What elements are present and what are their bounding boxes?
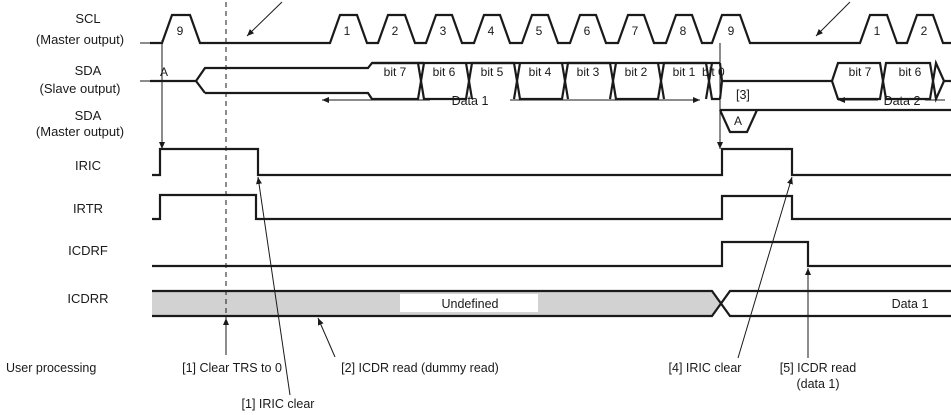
scl-pulse-6: 6 — [584, 24, 591, 38]
sda-data2-bit-7: bit 7 — [849, 65, 872, 79]
iric-clear-1-arrow — [256, 176, 291, 396]
sda-bit-5: bit 5 — [481, 65, 504, 79]
iric-clear-4-annotation: [4] IRIC clear — [669, 361, 742, 375]
sda-bit-4: bit 4 — [529, 65, 552, 79]
icdrf-label: ICDRF — [68, 243, 108, 258]
sda-bit-3: bit 3 — [577, 65, 600, 79]
user-processing-label: User processing — [6, 361, 96, 375]
sda-slave-label: SDA — [75, 63, 102, 78]
sda-slave-ack: A — [160, 65, 168, 79]
scl-label: SCL — [75, 11, 100, 26]
sda-master-waveform — [718, 108, 951, 134]
scl-pulse-7: 7 — [632, 24, 639, 38]
iric-clear-1-annotation: [1] IRIC clear — [242, 397, 315, 411]
scl-pulse-data2-2: 2 — [921, 24, 928, 38]
irtr-label: IRTR — [73, 201, 103, 216]
scl-waveform — [150, 13, 951, 45]
icdr-read-5-annotation: [5] ICDR read — [780, 361, 856, 375]
dummy-read-arrow — [317, 317, 336, 358]
iric-waveform — [152, 147, 951, 177]
sda-master-sublabel: (Master output) — [36, 124, 124, 139]
icdr-read-5-subannotation: (data 1) — [796, 377, 839, 391]
scl-pulse-5: 5 — [536, 24, 543, 38]
iric-label: IRIC — [75, 158, 101, 173]
scl-pulse-9a: 9 — [177, 24, 184, 38]
clear-trs-annotation: [1] Clear TRS to 0 — [182, 361, 282, 375]
dummy-read-annotation: [2] ICDR read (dummy read) — [341, 361, 499, 375]
sda-bit-1: bit 1 — [673, 65, 696, 79]
sda-data2-bit-6: bit 6 — [899, 65, 922, 79]
scl-pulse-4: 4 — [488, 24, 495, 38]
sda-master-ack: A — [734, 114, 742, 128]
irtr-waveform — [152, 193, 951, 221]
sda-master-label: SDA — [75, 108, 102, 123]
scl-sublabel: (Master output) — [36, 32, 124, 47]
sda-slave-waveform — [140, 59, 951, 103]
scl-pointer-arrow-2 — [815, 1, 851, 37]
scl-pulse-1: 1 — [344, 24, 351, 38]
icdrf-waveform — [152, 240, 951, 268]
sda-bit-7: bit 7 — [384, 65, 407, 79]
scl-pulse-2: 2 — [392, 24, 399, 38]
sda-bit-0: bit 0 — [702, 65, 725, 79]
data2-label: Data 2 — [884, 94, 921, 108]
scl-pulse-3: 3 — [440, 24, 447, 38]
scl-pulse-8: 8 — [680, 24, 687, 38]
iric-clear-4-arrow — [737, 176, 793, 359]
data1-label: Data 1 — [452, 94, 489, 108]
scl-pulse-9b: 9 — [728, 24, 735, 38]
icdrr-waveform — [152, 289, 951, 318]
sda-slave-sublabel: (Slave output) — [40, 81, 121, 96]
scl-pointer-arrow-1 — [246, 1, 283, 37]
icdrr-undefined-box — [400, 294, 538, 312]
icdrr-data-label: Data 1 — [892, 297, 929, 311]
icdrr-label: ICDRR — [67, 291, 108, 306]
icdrr-undefined-label: Undefined — [442, 297, 499, 311]
step3-label: [3] — [736, 88, 750, 102]
scl-pulse-data2-1: 1 — [874, 24, 881, 38]
sda-bit-6: bit 6 — [433, 65, 456, 79]
sda-bit-2: bit 2 — [625, 65, 648, 79]
